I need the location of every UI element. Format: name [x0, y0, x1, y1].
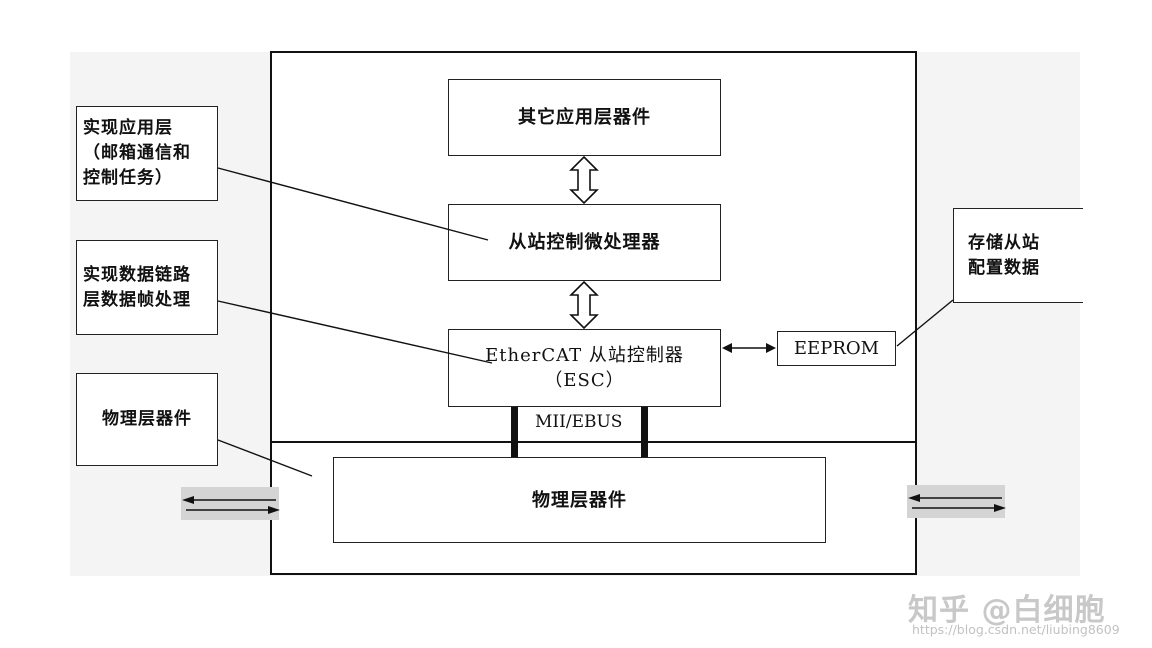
right-port-arrow-out: [994, 504, 1006, 512]
mcu-esc-double-arrow: [569, 280, 599, 330]
application-layer-note: 实现应用层 （邮箱通信和 控制任务）: [76, 106, 218, 201]
esc-eeprom-arrowhead-left: [722, 343, 732, 353]
storage-config-note: 存储从站 配置数据: [953, 208, 1083, 303]
data-link-layer-note: 实现数据链路 层数据帧处理: [76, 240, 218, 335]
esc-block: EtherCAT 从站控制器 （ESC）: [448, 329, 721, 407]
storage-note-line1: 存储从站: [968, 232, 1040, 253]
left-port-band: [181, 487, 279, 520]
other-application-devices-label: 其它应用层器件: [518, 107, 651, 128]
right-port-band: [907, 485, 1005, 518]
left-port-arrow-in: [182, 496, 194, 504]
application-note-line2: （邮箱通信和: [83, 143, 191, 163]
slave-mcu-label: 从站控制微处理器: [508, 232, 661, 253]
application-note-leader: [217, 167, 489, 241]
eeprom-block: EEPROM: [777, 331, 896, 366]
storage-note-line2: 配置数据: [968, 257, 1040, 278]
physical-layer-note: 物理层器件: [76, 373, 218, 466]
data-link-note-leader: [217, 300, 493, 364]
other-application-devices-block: 其它应用层器件: [448, 79, 721, 156]
source-url-watermark: https://blog.csdn.net/liubing8609: [912, 622, 1120, 637]
left-port-arrow-out: [268, 506, 280, 514]
application-note-line3: 控制任务）: [83, 168, 173, 188]
physical-layer-block: 物理层器件: [333, 457, 826, 543]
physical-layer-label: 物理层器件: [532, 489, 627, 511]
slave-mcu-block: 从站控制微处理器: [448, 204, 721, 281]
physical-note-text: 物理层器件: [102, 409, 192, 429]
data-link-note-line2: 层数据帧处理: [83, 289, 191, 310]
application-note-line1: 实现应用层: [83, 118, 173, 138]
esc-eeprom-arrowhead-right: [766, 343, 776, 353]
zhihu-watermark: 知乎 @白细胞: [908, 593, 1106, 628]
mii-ebus-label: MII/EBUS: [533, 412, 625, 432]
data-link-note-line1: 实现数据链路: [83, 264, 191, 285]
esc-label-line1: EtherCAT 从站控制器: [485, 345, 684, 366]
physical-note-leader: [217, 439, 313, 477]
physical-layer-divider: [270, 441, 917, 443]
mii-bus-right-bar: [641, 407, 648, 457]
right-port-arrow-in: [908, 494, 920, 502]
eeprom-label: EEPROM: [793, 338, 880, 359]
esc-label-line2: （ESC）: [544, 370, 625, 391]
storage-note-leader: [896, 299, 954, 347]
mii-bus-left-bar: [511, 407, 518, 457]
app-mcu-double-arrow: [569, 155, 599, 205]
